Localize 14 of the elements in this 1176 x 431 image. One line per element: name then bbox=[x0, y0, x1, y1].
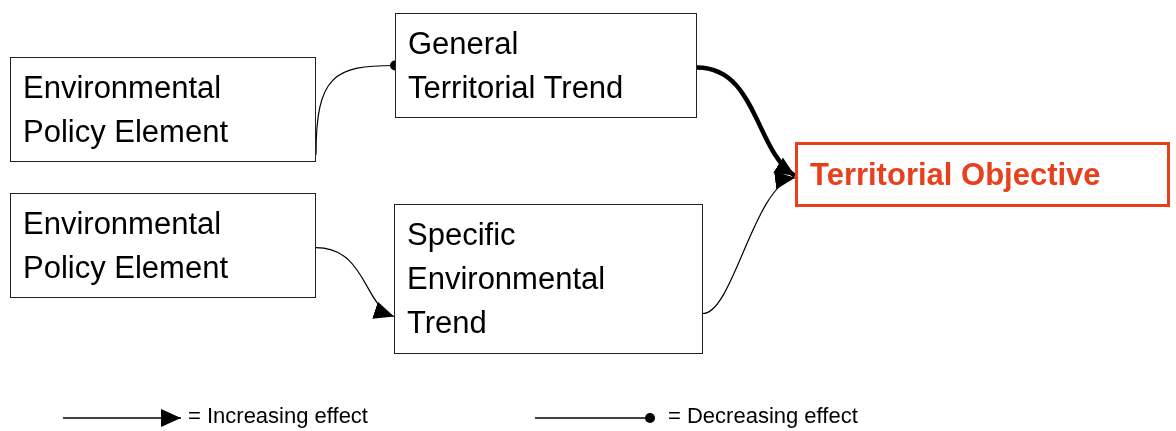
legend-text: = Increasing effect bbox=[188, 403, 368, 429]
node-text: Environmental Policy Element bbox=[23, 68, 230, 151]
node-text: Territorial Objective bbox=[810, 155, 1101, 194]
process-box bbox=[10, 193, 316, 298]
process-box bbox=[10, 57, 316, 162]
process-box bbox=[395, 13, 697, 118]
node-text: General Territorial Trend bbox=[408, 24, 625, 107]
legend-text: = Decreasing effect bbox=[668, 403, 858, 429]
node-text: Specific Environmental Trend bbox=[407, 216, 607, 342]
node-text: Environmental Policy Element bbox=[23, 204, 230, 287]
connector bbox=[696, 65, 797, 178]
process-box bbox=[394, 204, 703, 354]
connector bbox=[315, 247, 395, 318]
objective-box bbox=[795, 142, 1170, 207]
